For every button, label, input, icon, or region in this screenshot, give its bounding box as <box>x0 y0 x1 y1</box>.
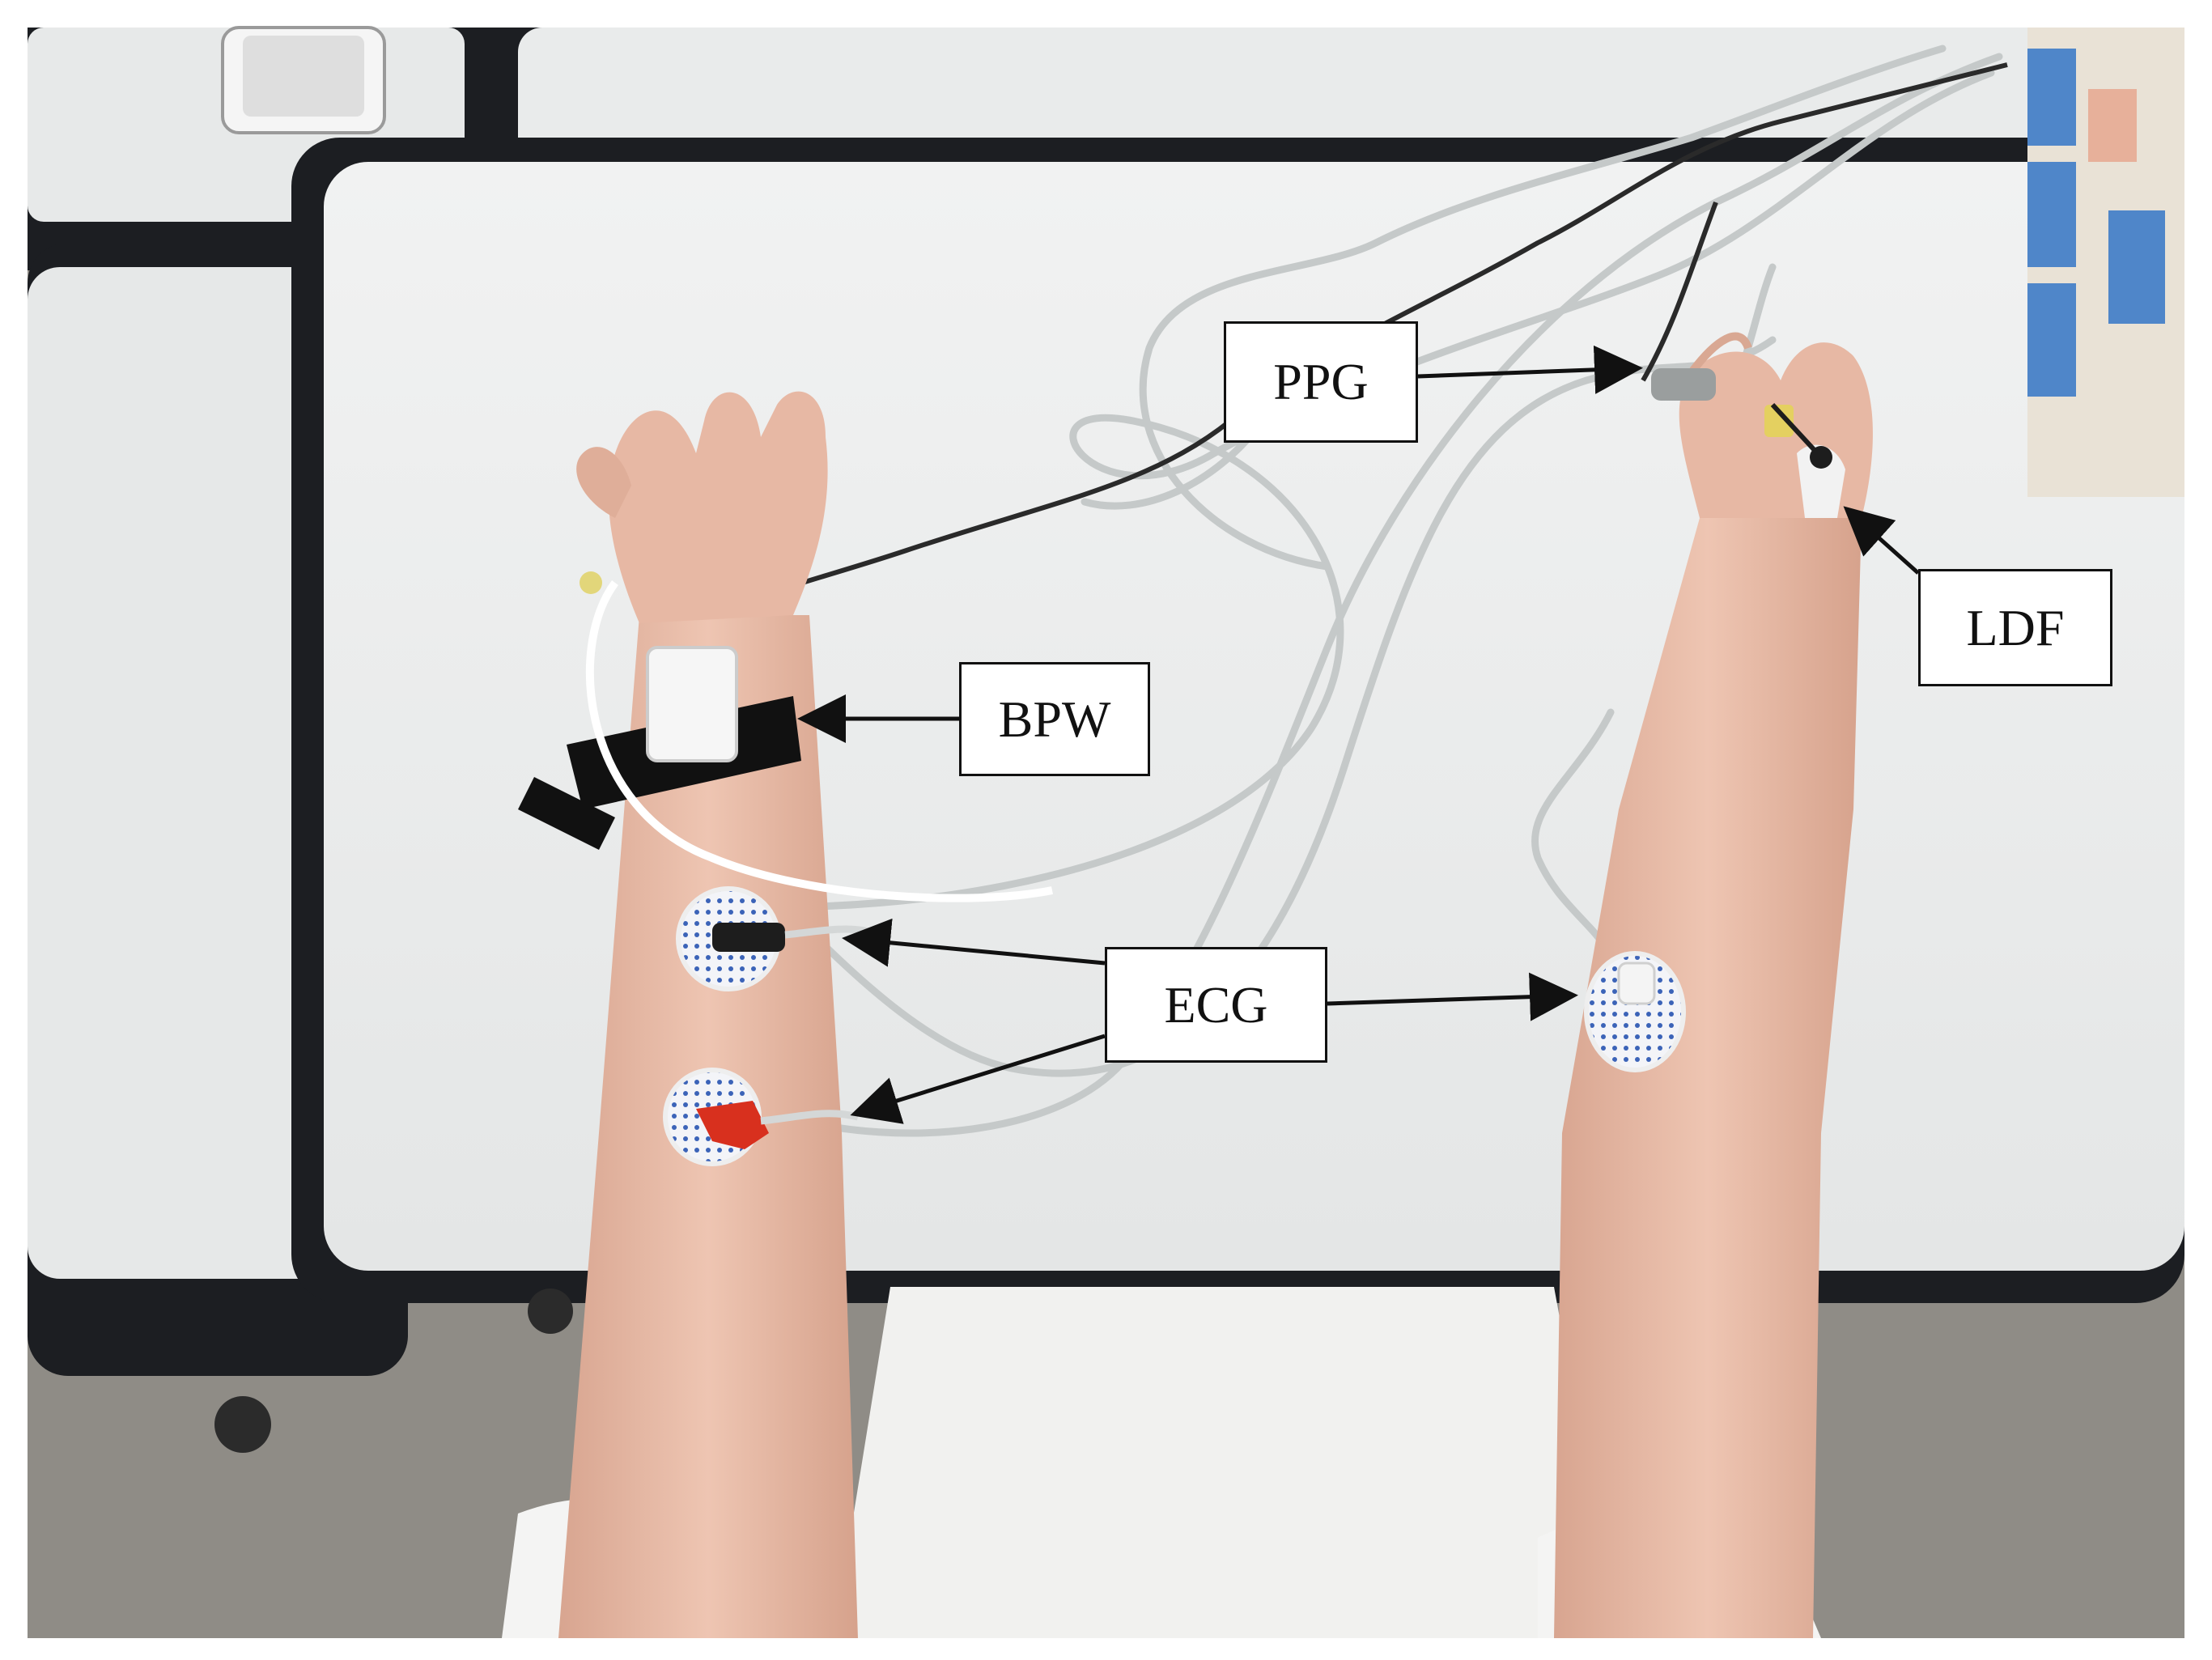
ecg-label: ECG <box>1105 947 1327 1063</box>
ecg-electrode-lower <box>663 1068 860 1166</box>
shirt <box>834 1287 1619 1638</box>
measurement-device <box>2027 28 2184 497</box>
ldf-arrow <box>1843 506 1920 575</box>
ldf-label: LDF <box>1918 569 2112 686</box>
annotation-arrows <box>797 345 1920 1124</box>
ppg-finger-sensor <box>1651 368 1794 437</box>
ecg-arrow-upper <box>842 918 1106 967</box>
bpw-label: BPW <box>959 662 1150 776</box>
ecg-electrode-right <box>1584 951 1686 1072</box>
ecg-arrow-right <box>1327 972 1578 1021</box>
ldf-probe <box>1770 402 1845 518</box>
ppg-arrow <box>1417 345 1643 394</box>
ecg-arrow-lower <box>850 1034 1106 1124</box>
ppg-label: PPG <box>1224 321 1418 443</box>
far-table <box>518 28 2184 165</box>
left-table <box>28 267 367 1279</box>
bpw-sensor-strap <box>518 571 1053 902</box>
